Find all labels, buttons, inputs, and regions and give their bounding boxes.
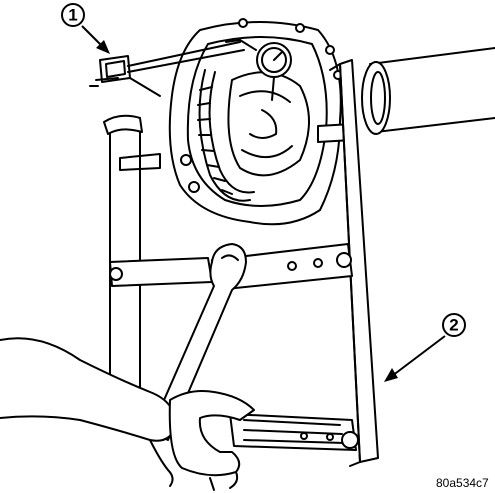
differential-housing <box>119 18 353 226</box>
dial-indicator-clamp <box>89 41 245 97</box>
figure-code: 80a534c7 <box>436 476 489 490</box>
arrowhead-1 <box>96 40 110 54</box>
wrench <box>149 243 247 441</box>
dial-indicator <box>225 39 292 101</box>
leader-arrowheads <box>96 40 398 382</box>
axle-tube <box>361 47 495 135</box>
callout-2: 2 <box>442 313 466 337</box>
arrowhead-2 <box>384 368 398 382</box>
callout-2-label: 2 <box>449 316 458 335</box>
spreader-frame <box>103 59 379 467</box>
hands <box>0 337 255 491</box>
callout-1-label: 1 <box>68 6 77 25</box>
callout-1: 1 <box>61 3 85 27</box>
